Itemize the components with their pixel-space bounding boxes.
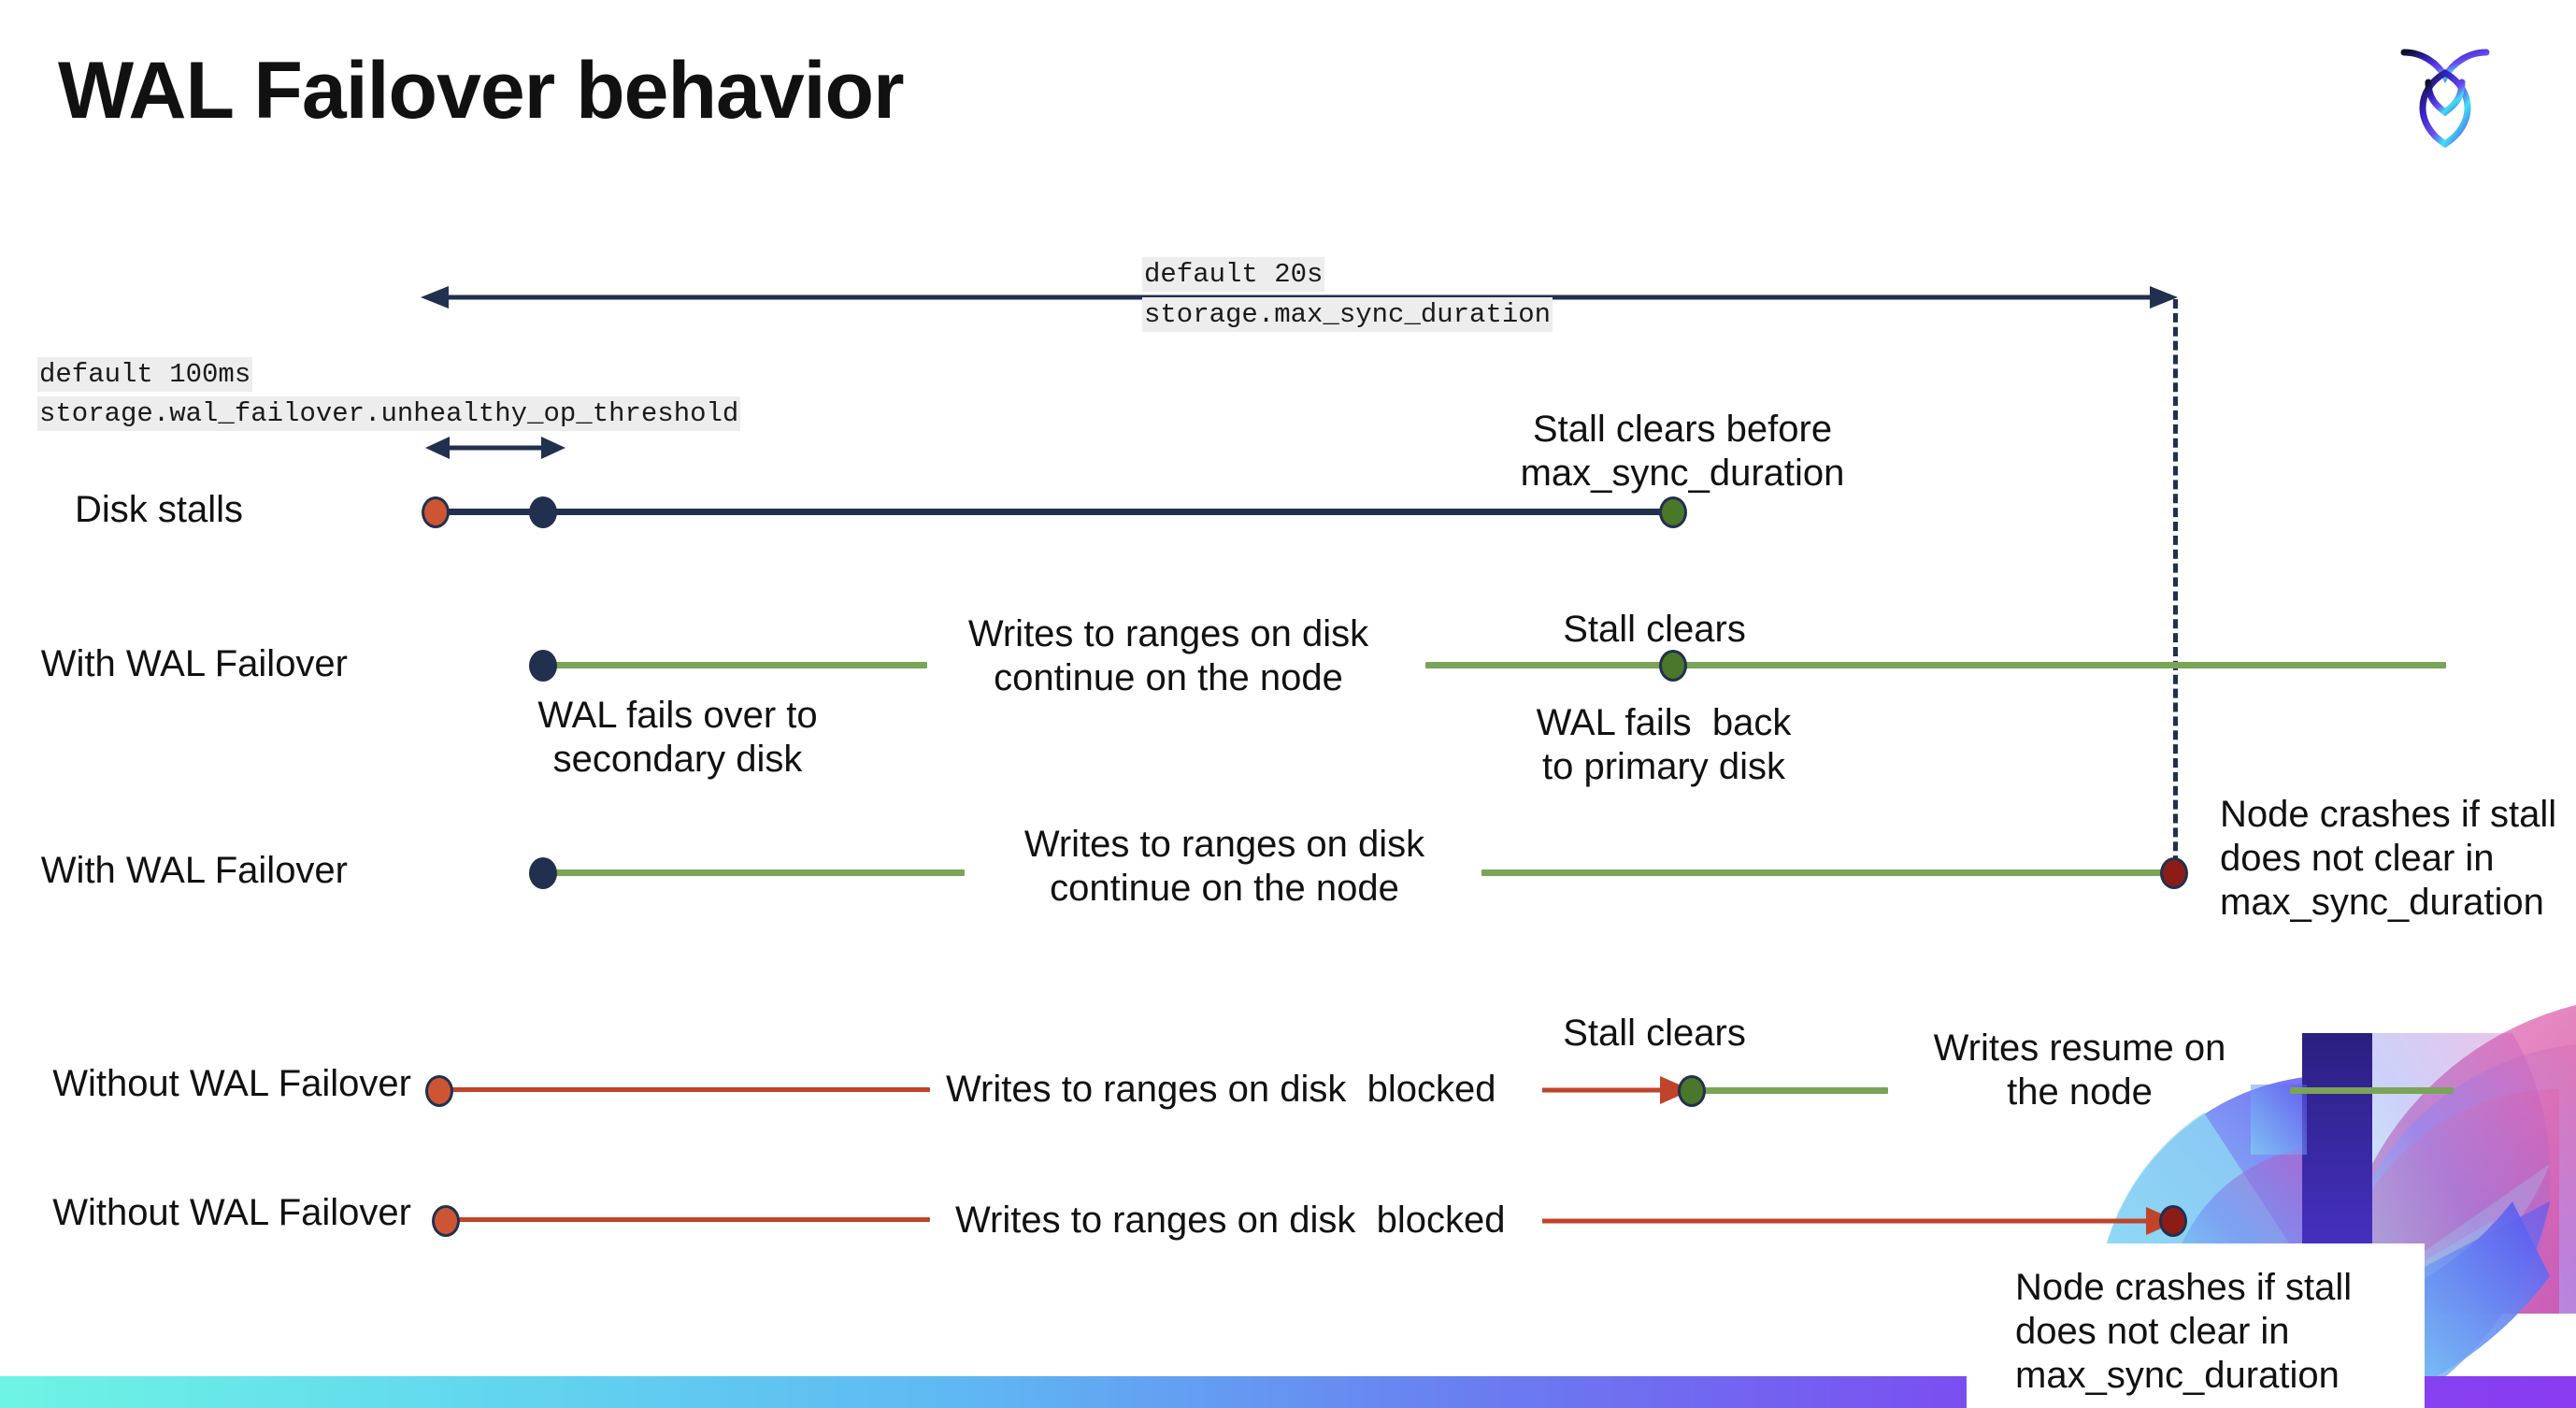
with-failover-2-crash-dot [2160,857,2188,889]
with-failover-2-continue-note: Writes to ranges on disk continue on the… [1023,824,1425,909]
with-failover-1-segment-right [1425,662,2446,668]
without-failover-2-crash-dot [2159,1205,2187,1237]
with-failover-2-failover-dot [529,857,557,889]
row-label-disk-stalls: Disk stalls [75,489,244,530]
unhealthy-op-default-label: default 100ms [37,357,253,393]
without-failover-2-blocked-arrow [1542,1207,2178,1235]
without-failover-2-crash-callout: Node crashes if stall does not clear in … [1967,1243,2425,1408]
with-failover-1-failover-note: WAL fails over to secondary disk [537,695,818,780]
without-failover-1-resume-segment-right [2290,1087,2454,1094]
unhealthy-op-setting-name: storage.wal_failover.unhealthy_op_thresh… [37,396,741,432]
with-failover-1-segment-left [542,662,927,668]
row-label-without-failover-1: Without WAL Failover [52,1063,411,1104]
double-headed-arrow-icon [425,437,565,459]
max-sync-default-label: default 20s [1142,257,1325,293]
row-label-with-failover-1: With WAL Failover [40,643,348,684]
disk-stalls-annotation: Stall clears before max_sync_duration [1520,409,1845,494]
with-failover-1-failback-note: WAL fails back to primary disk [1536,702,1792,787]
without-failover-1-resume-segment [1687,1087,1888,1094]
max-sync-setting-name: storage.max_sync_duration [1142,297,1553,333]
without-failover-1-clear-dot [1678,1075,1706,1107]
with-failover-2-crash-note: Node crashes if stall does not clear in … [2220,794,2557,923]
max-sync-dashed-guide [2173,299,2178,879]
without-failover-1-blocked-arrow [1542,1076,1692,1104]
without-failover-2-start-dot [432,1205,460,1237]
without-failover-1-start-dot [425,1075,453,1107]
disk-stall-start-dot [422,496,450,528]
with-failover-2-segment-right [1481,869,2182,876]
with-failover-1-clear-dot [1659,650,1687,682]
without-failover-1-blocked-left [449,1087,930,1092]
with-failover-1-failover-dot [529,650,557,682]
without-failover-2-crash-note: Node crashes if stall does not clear in … [2015,1267,2353,1396]
without-failover-1-blocked-note: Writes to ranges on disk blocked [946,1069,1496,1110]
row-label-with-failover-2: With WAL Failover [40,850,348,891]
row-label-without-failover-2: Without WAL Failover [52,1192,411,1233]
without-failover-2-blocked-left [455,1217,930,1222]
disk-stalls-timeline [436,509,1679,515]
page-title: WAL Failover behavior [58,46,905,136]
with-failover-2-segment-left [542,869,965,876]
without-failover-1-stall-clears: Stall clears [1563,1013,1746,1054]
without-failover-1-resume-note: Writes resume on the node [1933,1027,2226,1113]
with-failover-1-continue-note: Writes to ranges on disk continue on the… [967,613,1369,698]
disk-stall-failover-dot [529,496,557,528]
cockroachdb-logo-icon [2389,28,2501,150]
with-failover-1-stall-clears: Stall clears [1563,609,1746,650]
disk-stall-clear-dot [1659,496,1687,528]
without-failover-2-blocked-note: Writes to ranges on disk blocked [955,1200,1506,1241]
